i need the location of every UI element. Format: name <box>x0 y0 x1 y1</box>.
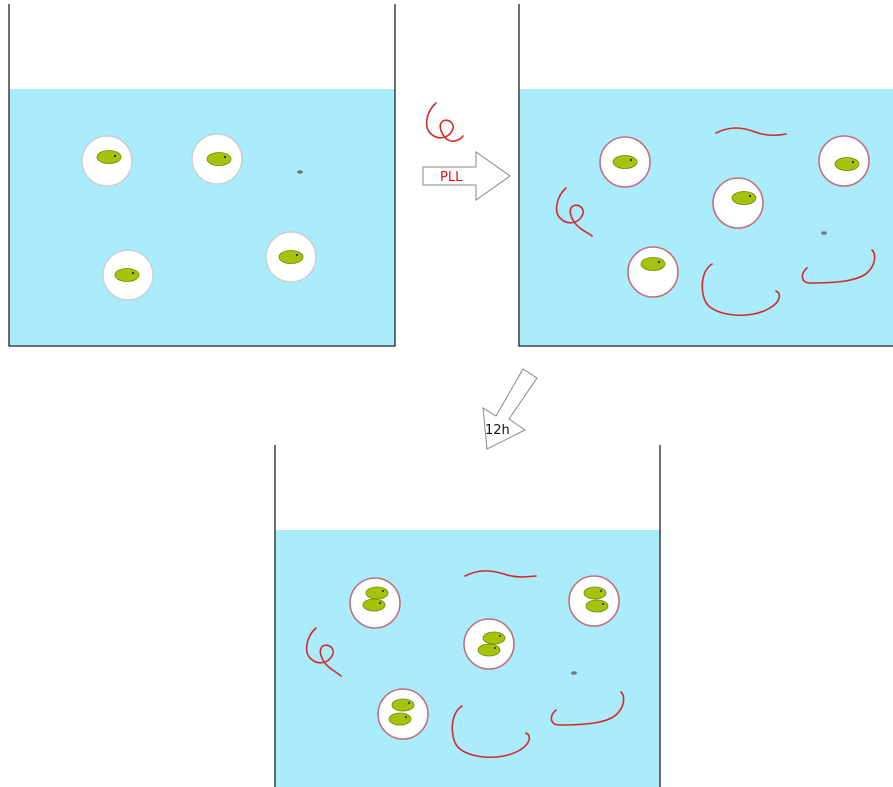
debris-particle <box>297 170 303 174</box>
down-arrow-shape <box>482 368 538 450</box>
dividing-cell <box>349 577 401 629</box>
cell <box>102 249 154 301</box>
coated-cell <box>599 136 651 188</box>
beaker-after-12h <box>274 445 661 787</box>
beaker-after-pll <box>518 4 893 347</box>
polymer-strand <box>701 263 781 317</box>
dividing-cell <box>377 688 429 740</box>
polymer-strand <box>715 127 787 137</box>
cell <box>81 135 133 187</box>
time-arrow: 12h <box>482 368 538 450</box>
beaker-wall-after-pll <box>518 4 893 347</box>
water-after-12h <box>275 530 660 787</box>
polymer-strand <box>550 691 625 726</box>
coated-cell <box>818 135 870 187</box>
water-after-pll <box>519 89 893 346</box>
polymer-strand <box>305 627 342 677</box>
time-label: 12h <box>485 423 510 438</box>
polymer-strand <box>451 705 531 759</box>
cell <box>265 231 317 283</box>
beaker-wall-after-12h <box>274 445 661 787</box>
coated-cell <box>627 246 679 298</box>
cell <box>191 133 243 185</box>
polymer-strand <box>555 187 593 237</box>
dividing-cell <box>568 575 620 627</box>
polymer-strand <box>464 570 537 578</box>
right-arrow-shape <box>422 151 511 201</box>
pll-polymer-strand <box>425 102 464 143</box>
polymer-strand <box>801 249 876 284</box>
debris-particle <box>571 671 577 675</box>
coated-cell <box>712 177 764 229</box>
beaker-wall-before <box>8 4 396 347</box>
dividing-cell <box>463 618 515 670</box>
pll-label: PLL <box>440 170 463 185</box>
beaker-before <box>8 4 396 347</box>
water-before <box>9 89 395 346</box>
pll-arrow: PLL <box>422 102 511 201</box>
debris-particle <box>821 231 827 235</box>
